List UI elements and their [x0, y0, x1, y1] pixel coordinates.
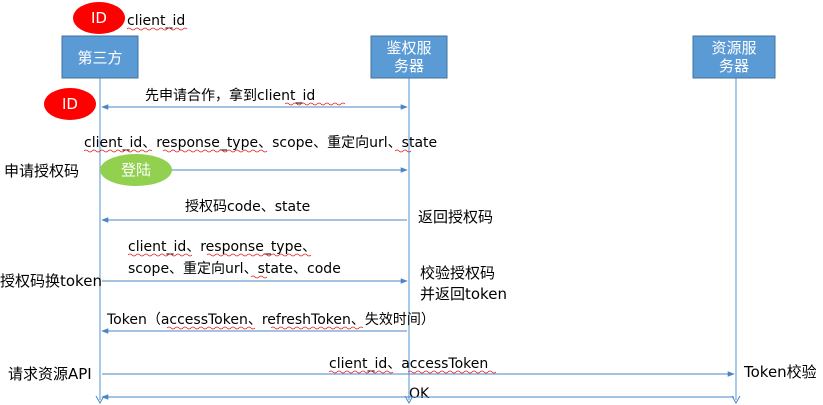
- message-2-label: client_id、response_type、scope、重定向url、sta…: [84, 135, 437, 151]
- message-1-label: 先申请合作，拿到client_id: [145, 87, 315, 104]
- side-label-return-code: 返回授权码: [418, 208, 493, 226]
- lifeline-resource-server-end: [731, 395, 741, 405]
- login-badge-label: 登陆: [121, 161, 151, 179]
- actor-resource-server-label-2: 务器: [719, 57, 749, 75]
- side-label-token-verify: Token校验: [743, 363, 817, 381]
- message-3-label: 授权码code、state: [185, 199, 310, 215]
- side-label-request-code: 申请授权码: [4, 162, 79, 180]
- message-5-label: Token（accessToken、refreshToken、失效时间）: [106, 312, 435, 328]
- spell-underline: [127, 253, 193, 257]
- spell-underline: [162, 149, 268, 153]
- spell-underline: [407, 370, 497, 374]
- id-badge-top-caption: client_id: [127, 13, 185, 29]
- spell-underline: [394, 149, 412, 153]
- side-label-exchange-token: 授权码换token: [0, 272, 102, 290]
- id-badge-mid-label: ID: [62, 95, 78, 113]
- actor-resource-server: 资源服 务器: [692, 35, 776, 79]
- spell-underline: [250, 275, 268, 279]
- message-4-label-line-2: scope、重定向url、state、code: [128, 261, 341, 277]
- actor-resource-server-label-1: 资源服: [711, 39, 756, 57]
- message-7-label: OK: [409, 386, 430, 402]
- actor-auth-server-label-2: 务器: [394, 57, 424, 75]
- spell-underline: [328, 370, 394, 374]
- actor-third-party-label: 第三方: [77, 49, 122, 67]
- spell-underline: [166, 326, 256, 330]
- id-badge-mid: ID: [44, 88, 96, 120]
- side-label-request-resource: 请求资源API: [8, 365, 92, 383]
- id-badge-top: ID: [73, 2, 125, 34]
- side-label-verify-line-2: 并返回token: [420, 285, 507, 303]
- id-badge-top-label: ID: [91, 9, 107, 27]
- login-badge: 登陆: [100, 154, 172, 186]
- lifeline-auth-server-end: [404, 395, 414, 405]
- side-label-verify-line-1: 校验授权码: [420, 264, 495, 282]
- actor-auth-server: 鉴权服 务器: [370, 35, 448, 79]
- actor-third-party: 第三方: [61, 35, 139, 79]
- spell-underline: [206, 253, 312, 257]
- spell-underline: [270, 326, 364, 330]
- actor-auth-server-label-1: 鉴权服: [386, 39, 431, 57]
- spell-underline: [126, 27, 188, 31]
- spell-underline: [83, 149, 153, 153]
- message-6-label: client_id、accessToken: [329, 356, 488, 372]
- message-4-label-line-1: client_id、response_type、: [128, 239, 316, 255]
